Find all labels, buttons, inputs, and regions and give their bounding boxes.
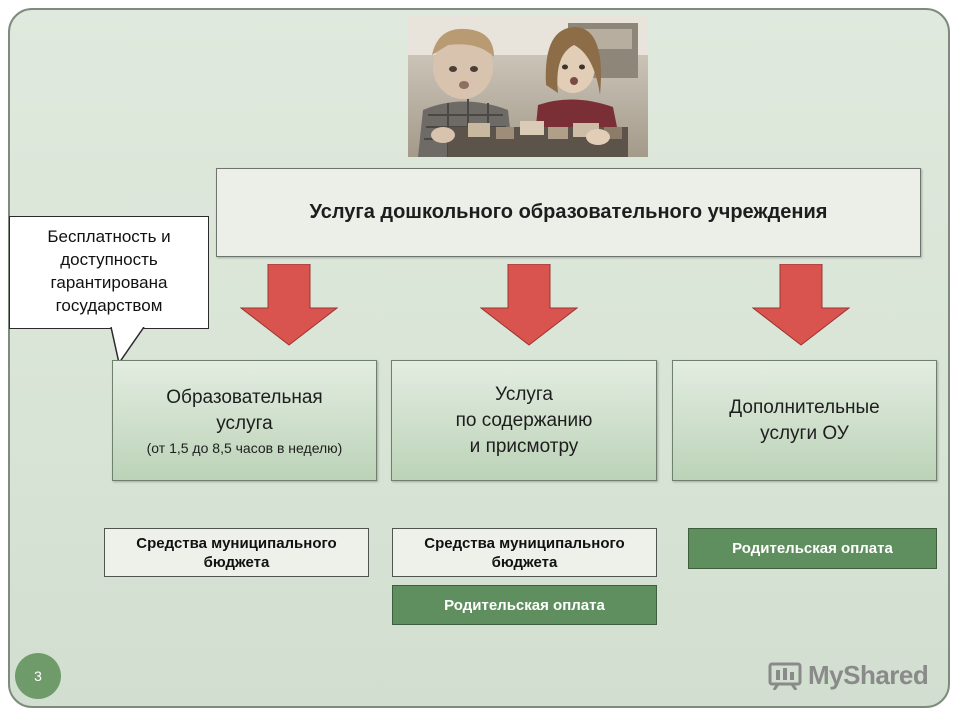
- page-number: 3: [34, 668, 42, 684]
- funding-line: бюджета: [491, 553, 558, 571]
- educational-service-box: Образовательная услуга (от 1,5 до 8,5 ча…: [112, 360, 377, 481]
- funding-parental-label: Родительская оплата: [732, 540, 893, 557]
- service-line: услуга: [216, 412, 273, 434]
- additional-services-box: Дополнительные услуги ОУ: [672, 360, 937, 481]
- funding-municipal-center: Средства муниципального бюджета: [392, 528, 657, 577]
- service-line: Услуга: [495, 383, 553, 405]
- myshared-logo-icon: [768, 662, 802, 690]
- callout-line: Бесплатность и: [47, 227, 171, 246]
- main-service-title-box: Услуга дошкольного образовательного учре…: [216, 168, 921, 257]
- funding-municipal-left: Средства муниципального бюджета: [104, 528, 369, 577]
- funding-parental-label: Родительская оплата: [444, 596, 605, 614]
- funding-parental-right: Родительская оплата: [688, 528, 937, 569]
- funding-line: Средства муниципального: [424, 534, 625, 552]
- care-service-box: Услуга по содержанию и присмотру: [391, 360, 657, 481]
- down-arrow-center: [480, 264, 578, 346]
- callout-line: гарантирована: [50, 273, 168, 292]
- service-line: Образовательная: [166, 386, 323, 408]
- service-line: услуги ОУ: [760, 422, 849, 444]
- callout-line: государством: [55, 296, 163, 315]
- service-line: и присмотру: [469, 435, 579, 457]
- myshared-watermark: MyShared: [768, 658, 929, 692]
- free-access-callout: Бесплатность и доступность гарантирована…: [9, 216, 209, 329]
- children-photo: [408, 15, 648, 157]
- service-line: Дополнительные: [729, 396, 880, 418]
- page-number-badge: 3: [15, 653, 61, 699]
- service-line: по содержанию: [455, 409, 593, 431]
- main-service-title: Услуга дошкольного образовательного учре…: [309, 201, 828, 223]
- funding-line: бюджета: [203, 553, 270, 571]
- funding-line: Средства муниципального: [136, 534, 337, 552]
- callout-line: доступность: [60, 250, 158, 269]
- down-arrow-right: [752, 264, 850, 346]
- watermark-text: MyShared: [808, 659, 929, 690]
- service-hours-note: (от 1,5 до 8,5 часов в неделю): [146, 439, 343, 456]
- funding-parental-center: Родительская оплата: [392, 585, 657, 625]
- down-arrow-left: [240, 264, 338, 346]
